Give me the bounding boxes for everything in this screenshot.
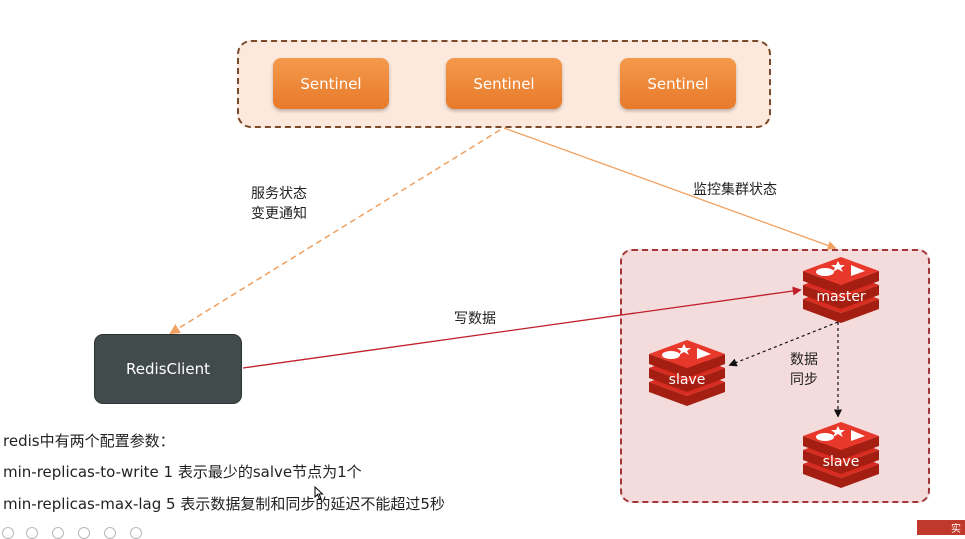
slides-icon[interactable] <box>78 527 90 539</box>
slave-left-label: slave <box>668 372 706 388</box>
sync-label-line2: 同步 <box>790 372 818 388</box>
sentinel-node-2[interactable]: Sentinel <box>446 58 562 109</box>
zoom-icon[interactable] <box>52 527 64 539</box>
redis-client-box[interactable]: RedisClient <box>94 334 242 404</box>
next-icon[interactable] <box>130 527 142 539</box>
notify-label-line2: 变更通知 <box>251 206 307 222</box>
monitor-arrow <box>503 127 837 250</box>
note-line-1: redis中有两个配置参数： <box>3 432 175 450</box>
previous-icon[interactable] <box>2 527 14 539</box>
redis-slave-node-right[interactable]: slave <box>801 420 881 488</box>
write-arrow <box>242 286 802 369</box>
note-line-3: min-replicas-max-lag 5 表示数据复制和同步的延迟不能超过5… <box>3 495 445 513</box>
options-icon[interactable] <box>104 527 116 539</box>
sentinel-label: Sentinel <box>647 74 709 93</box>
sentinel-label: Sentinel <box>473 74 535 93</box>
presentation-toolbar[interactable] <box>0 522 170 539</box>
redis-client-label: RedisClient <box>126 360 210 378</box>
notify-arrow <box>169 129 501 335</box>
sentinel-node-3[interactable]: Sentinel <box>620 58 736 109</box>
sentinel-node-1[interactable]: Sentinel <box>273 58 389 109</box>
note-line-2: min-replicas-to-write 1 表示最少的salve节点为1个 <box>3 463 362 481</box>
pen-icon[interactable] <box>26 527 38 539</box>
sync-label-line1: 数据 <box>790 352 818 368</box>
redis-logo-icon <box>803 257 879 323</box>
redis-master-node[interactable]: master <box>801 255 881 323</box>
mouse-cursor-icon <box>314 486 324 500</box>
redis-logo-icon <box>649 340 725 406</box>
write-label: 写数据 <box>454 311 496 327</box>
notify-label-line1: 服务状态 <box>251 186 307 202</box>
master-label: master <box>816 289 866 305</box>
slave-right-label: slave <box>822 454 860 470</box>
redis-slave-node-left[interactable]: slave <box>647 338 727 406</box>
redis-logo-icon <box>803 422 879 488</box>
monitor-label: 监控集群状态 <box>693 182 777 198</box>
sync-arrow-left <box>728 321 839 367</box>
sentinel-label: Sentinel <box>300 74 362 93</box>
corner-badge: 实 <box>917 520 965 535</box>
